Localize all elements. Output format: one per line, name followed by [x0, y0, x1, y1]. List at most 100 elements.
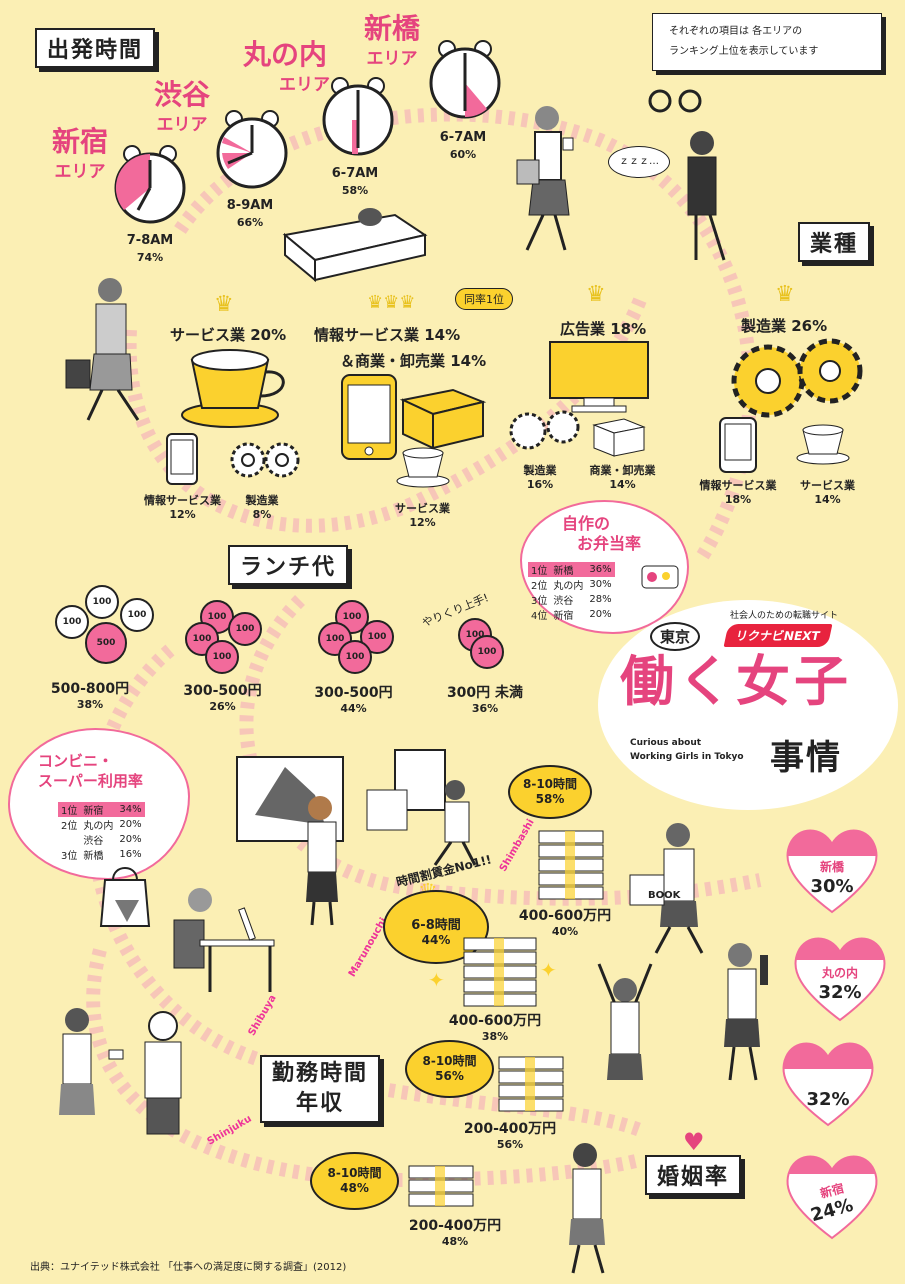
sleep-bubble: ｚｚｚ… — [608, 146, 670, 178]
sub-pct: 8% — [252, 508, 272, 521]
area-sub: エリア — [279, 75, 330, 95]
gears-icon — [230, 442, 300, 478]
coin-100: 100 — [205, 640, 239, 674]
area: 新橋 — [550, 562, 587, 577]
coin-100: 100 — [85, 585, 119, 619]
rank — [58, 832, 80, 847]
coin-100: 100 — [120, 598, 154, 632]
value: 30% — [589, 579, 612, 590]
section-depart: 出発時間 — [35, 28, 156, 68]
marriage-heart-shimbashi: 新橋 30% — [782, 822, 882, 917]
sub-label: 情報サービス業 — [144, 494, 221, 507]
income-pct: 48% — [441, 1235, 469, 1248]
crown-icon: ♛ — [586, 282, 606, 307]
crown-icon: ♛♛♛ — [367, 292, 416, 313]
woman-with-coffee-illustration — [516, 106, 574, 251]
logo-jijo: 事情 — [770, 738, 842, 778]
rank: 3位 — [531, 596, 548, 607]
source-credit: 出典：ユナイテッド株式会社 「仕事への満足度に関する調査」(2012) — [30, 1262, 347, 1273]
value: 20% — [119, 834, 142, 845]
cheering-woman-illustration — [597, 963, 653, 1080]
section-lunch: ランチ代 — [228, 545, 349, 585]
table-row: 3位渋谷 28% — [528, 592, 615, 607]
money-stack-icon — [408, 1165, 474, 1207]
coffee-cup-icon — [181, 349, 285, 428]
depart-shinjuku-title: 新宿 エリア — [40, 127, 120, 183]
industry-shibuya-top1: 情報サービス業 14% — [314, 326, 461, 344]
woman-with-wine-illustration — [724, 943, 768, 1081]
marriage-heart-shinjuku: 新宿 24% — [782, 1148, 882, 1243]
area: 渋谷 — [553, 596, 574, 607]
coin-100: 100 — [228, 612, 262, 646]
hours-pct: 44% — [421, 933, 451, 947]
value: 28% — [589, 594, 612, 605]
coin-100: 100 — [338, 640, 372, 674]
desk-worker-illustration — [173, 888, 275, 992]
industry-shimbashi-sub1: 情報サービス業 18% — [688, 477, 788, 506]
depart-shibuya-title: 渋谷 エリア — [142, 80, 222, 136]
lunch-4: 300円 未満 36% — [435, 682, 535, 715]
sub-label: サービス業 — [800, 479, 855, 492]
depart-time-shibuya: 8-9AM — [226, 198, 274, 213]
income: 400-600万円 — [518, 908, 612, 924]
logo-panel: 社会人のための転職サイト リクナビNEXT 東京 働く女子 Curious ab… — [598, 600, 898, 810]
lunch-2: 300-500円 26% — [165, 680, 280, 713]
sparkle-icon: ✦ — [540, 958, 557, 982]
area-sub: エリア — [156, 115, 208, 135]
industry-shibuya-sub: サービス業 12% — [380, 500, 465, 529]
hours-pct: 56% — [435, 1069, 464, 1083]
coin-100: 100 — [55, 605, 89, 639]
clock-icon — [216, 110, 288, 189]
sub-label: サービス業 — [395, 502, 450, 515]
bento-title-1: 自作の — [562, 514, 611, 533]
lunch-pct: 38% — [76, 698, 104, 711]
heart-icon — [794, 937, 886, 1022]
sleeping-bed-illustration — [282, 208, 428, 283]
sub-pct: 14% — [814, 493, 841, 506]
lunch-1: 500-800円 38% — [30, 678, 150, 711]
lunch-price: 300円 未満 — [446, 685, 524, 701]
lunch-pct: 26% — [209, 700, 236, 713]
value: 20% — [589, 609, 612, 620]
heart-pct: 32% — [806, 1089, 850, 1110]
hours-pct: 58% — [535, 792, 565, 806]
sub-pct: 12% — [169, 508, 196, 521]
depart-pct-shimbashi: 60% — [449, 148, 477, 161]
section-industry: 業種 — [798, 222, 871, 262]
value: 16% — [119, 849, 142, 860]
industry-marunouchi-sub2: 商業・卸売業 14% — [580, 462, 665, 491]
logo-tokyo: 東京 — [650, 622, 701, 651]
gears-icon — [731, 338, 863, 418]
lunch-price: 500-800円 — [50, 681, 130, 697]
book-shopper-illustration — [629, 823, 704, 954]
money-stack-icon — [538, 830, 604, 900]
sub-pct: 16% — [526, 478, 554, 491]
sub-pct: 12% — [409, 516, 436, 529]
income-pct: 38% — [481, 1030, 509, 1043]
note-line-1: それぞれの項目は 各エリアの — [669, 26, 803, 37]
lunch-price: 300-500円 — [314, 685, 393, 701]
industry-shibuya-top2: ＆商業・卸売業 14% — [340, 352, 487, 370]
section-work: 勤務時間 年収 — [260, 1055, 381, 1123]
book-label: BOOK — [648, 890, 681, 901]
coffee-cup-icon — [796, 424, 850, 465]
sub-label: 製造業 — [523, 464, 557, 477]
rank: 4位 — [531, 611, 548, 622]
income: 400-600万円 — [448, 1013, 542, 1029]
tie-badge: 同率1位 — [455, 288, 513, 310]
industry-marunouchi-top: 広告業 18% — [560, 320, 647, 338]
area: 新宿 — [553, 611, 574, 622]
konbini-title-1: コンビニ・ — [38, 752, 114, 770]
depart-pct-shinjuku: 74% — [136, 251, 164, 264]
area: 丸の内 — [83, 821, 114, 832]
rank: 3位 — [61, 851, 78, 862]
area: 新宿 — [80, 802, 117, 817]
income: 200-400万円 — [463, 1121, 557, 1137]
